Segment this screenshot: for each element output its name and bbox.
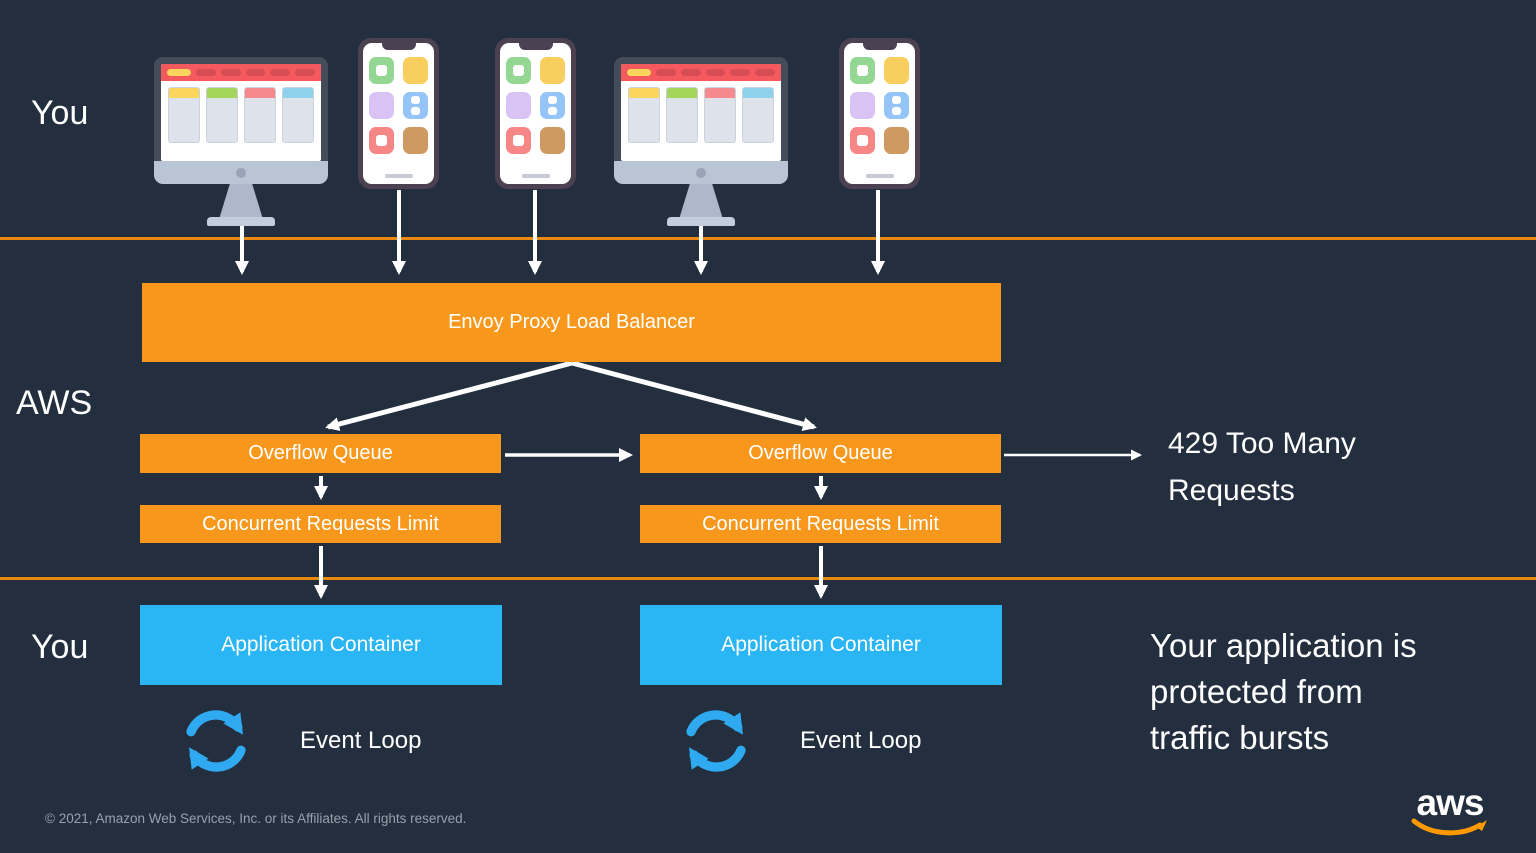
event-loop-label: Event Loop bbox=[300, 727, 422, 754]
separator-line-middle bbox=[0, 577, 1536, 580]
camera-dot bbox=[696, 167, 706, 178]
home-indicator bbox=[865, 174, 894, 178]
separator-line-top bbox=[0, 237, 1536, 240]
sync-arrows-icon bbox=[186, 710, 246, 772]
aws-logo-text: aws bbox=[1416, 782, 1485, 823]
phone-icon bbox=[495, 38, 576, 189]
phone-notch bbox=[518, 43, 553, 50]
browser-bar bbox=[621, 64, 781, 81]
aws-smile-logo: aws bbox=[1410, 782, 1490, 840]
event-loop-left: Event Loop bbox=[177, 700, 421, 782]
phone-notch bbox=[862, 43, 897, 50]
home-indicator bbox=[521, 174, 550, 178]
sync-arrows-icon bbox=[686, 710, 746, 772]
copyright-text: © 2021, Amazon Web Services, Inc. or its… bbox=[45, 811, 467, 826]
home-indicator bbox=[384, 174, 413, 178]
concurrent-requests-limit-box-left: Concurrent Requests Limit bbox=[140, 505, 501, 543]
concurrent-requests-limit-box-right: Concurrent Requests Limit bbox=[640, 505, 1001, 543]
overflow-queue-box-right: Overflow Queue bbox=[640, 434, 1001, 473]
overflow-queue-box-left: Overflow Queue bbox=[140, 434, 501, 473]
phone-icon bbox=[358, 38, 439, 189]
desktop-computer-icon bbox=[614, 57, 788, 226]
application-container-box-right: Application Container bbox=[640, 605, 1002, 685]
application-container-box-left: Application Container bbox=[140, 605, 502, 685]
phone-notch bbox=[381, 43, 416, 50]
load-balancer-box: Envoy Proxy Load Balancer bbox=[142, 283, 1001, 362]
camera-dot bbox=[236, 167, 246, 178]
aws-smile-arrow-icon bbox=[1411, 818, 1487, 836]
event-loop-right: Event Loop bbox=[677, 700, 921, 782]
browser-bar bbox=[161, 64, 321, 81]
label-you-top: You bbox=[31, 94, 89, 132]
annotation-protected-from-bursts: Your application is protected from traff… bbox=[1150, 627, 1417, 756]
label-you-bottom: You bbox=[31, 628, 89, 666]
annotation-429-too-many-requests: 429 Too Many Requests bbox=[1168, 427, 1356, 507]
event-loop-label: Event Loop bbox=[800, 727, 922, 754]
desktop-computer-icon bbox=[154, 57, 328, 226]
label-aws: AWS bbox=[16, 384, 93, 422]
phone-icon bbox=[839, 38, 920, 189]
